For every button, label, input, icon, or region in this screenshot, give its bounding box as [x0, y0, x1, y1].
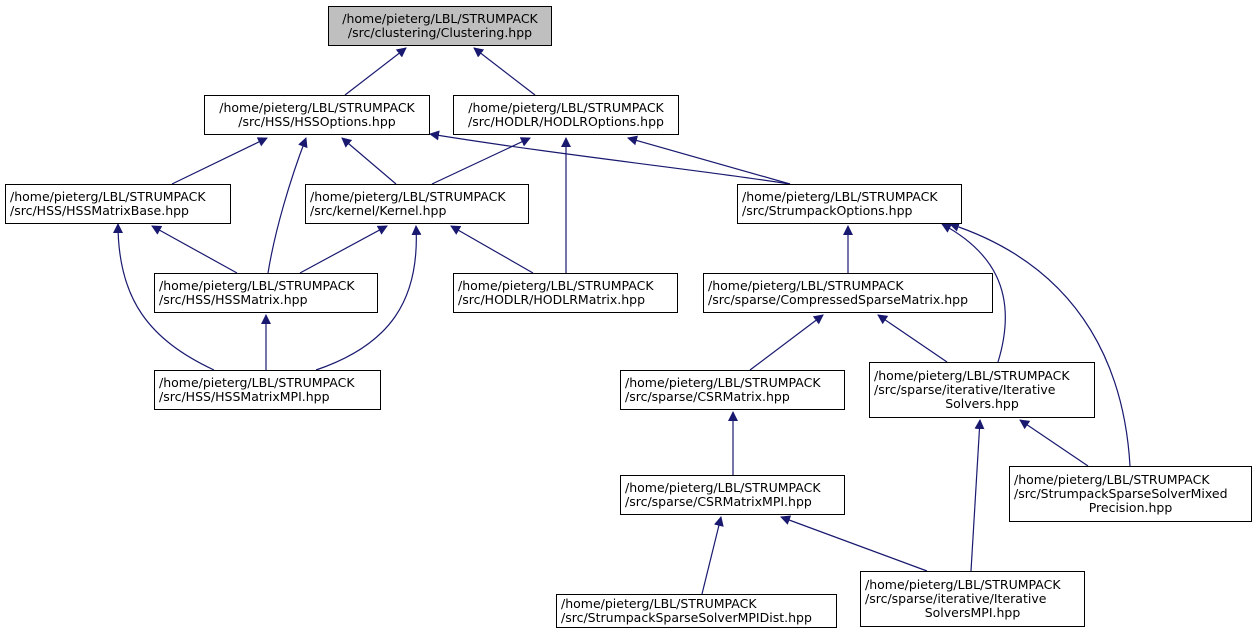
- node-label-line: /home/pieterg/LBL/STRUMPACK: [561, 596, 757, 611]
- node-label-line: /src/sparse/CSRMatrix.hpp: [625, 389, 790, 404]
- node-label-line: /home/pieterg/LBL/STRUMPACK: [865, 577, 1061, 592]
- node-label-line: /src/HSS/HSSMatrixMPI.hpp: [159, 389, 330, 404]
- node-mixedprecision[interactable]: /home/pieterg/LBL/STRUMPACK/src/Strumpac…: [1009, 466, 1252, 522]
- node-hssoptions[interactable]: /home/pieterg/LBL/STRUMPACK/src/HSS/HSSO…: [204, 95, 430, 135]
- node-label-line: /src/sparse/CSRMatrixMPI.hpp: [625, 494, 812, 509]
- node-label-line: /home/pieterg/LBL/STRUMPACK: [458, 278, 654, 293]
- node-label-line: /home/pieterg/LBL/STRUMPACK: [342, 11, 538, 26]
- node-label-line: /src/sparse/CompressedSparseMatrix.hpp: [708, 292, 969, 307]
- node-compressedsparse[interactable]: /home/pieterg/LBL/STRUMPACK/src/sparse/C…: [703, 273, 993, 313]
- edge-compressedsparse-to-csrmatrix: [749, 314, 824, 371]
- edge-csrmatrixmpi-to-mpidist: [701, 516, 724, 595]
- node-label-line: /home/pieterg/LBL/STRUMPACK: [742, 189, 938, 204]
- node-label-line: /home/pieterg/LBL/STRUMPACK: [159, 375, 355, 390]
- node-label-line: Precision.hpp: [1088, 500, 1173, 515]
- node-kernel[interactable]: /home/pieterg/LBL/STRUMPACK/src/kernel/K…: [305, 184, 529, 224]
- edge-hssmatrixbase-to-hssmatrix: [151, 225, 238, 274]
- node-hssmatrixbase[interactable]: /home/pieterg/LBL/STRUMPACK/src/HSS/HSSM…: [5, 184, 231, 224]
- edge-hssoptions-to-strumpackoptions: [429, 130, 791, 185]
- node-label-line: /src/HSS/HSSMatrixBase.hpp: [10, 203, 189, 218]
- node-label-line: /home/pieterg/LBL/STRUMPACK: [874, 368, 1070, 383]
- edge-clustering-to-hodlroptions: [473, 47, 536, 96]
- node-label-line: /src/HODLR/HODLRMatrix.hpp: [458, 292, 646, 307]
- edge-hssoptions-to-kernel: [341, 137, 397, 185]
- node-label-line: /src/StrumpackOptions.hpp: [742, 203, 913, 218]
- edge-hssoptions-to-hssmatrix: [267, 137, 308, 274]
- node-hodlroptions[interactable]: /home/pieterg/LBL/STRUMPACK/src/HODLR/HO…: [453, 95, 679, 135]
- edge-kernel-to-hodlrmatrix: [450, 225, 534, 274]
- edge-hssoptions-to-hssmatrixbase: [171, 137, 268, 185]
- node-csrmatrix[interactable]: /home/pieterg/LBL/STRUMPACK/src/sparse/C…: [620, 370, 845, 410]
- node-label-line: /home/pieterg/LBL/STRUMPACK: [1014, 472, 1210, 487]
- edge-iterativesolvers-to-mixedprecision: [1019, 419, 1089, 467]
- node-hssmatrix[interactable]: /home/pieterg/LBL/STRUMPACK/src/HSS/HSSM…: [154, 273, 378, 313]
- node-label-line: /home/pieterg/LBL/STRUMPACK: [310, 189, 506, 204]
- node-label-line: /home/pieterg/LBL/STRUMPACK: [10, 189, 206, 204]
- node-label-line: /src/sparse/iterative/Iterative: [874, 382, 1056, 397]
- node-label-line: /src/kernel/Kernel.hpp: [310, 203, 447, 218]
- node-label-line: /home/pieterg/LBL/STRUMPACK: [468, 100, 664, 115]
- node-iterativesolversmpi[interactable]: /home/pieterg/LBL/STRUMPACK/src/sparse/i…: [860, 571, 1085, 627]
- edge-strumpackoptions-to-mixedprecision: [949, 222, 1131, 467]
- node-clustering: /home/pieterg/LBL/STRUMPACK/src/clusteri…: [328, 6, 552, 46]
- node-strumpackoptions[interactable]: /home/pieterg/LBL/STRUMPACK/src/Strumpac…: [737, 184, 962, 224]
- edge-strumpackoptions-to-iterativesolvers: [941, 223, 1006, 363]
- edge-iterativesolvers-to-iterativesolversmpi: [970, 419, 985, 572]
- node-label-line: /home/pieterg/LBL/STRUMPACK: [625, 375, 821, 390]
- node-label-line: /src/HSS/HSSMatrix.hpp: [159, 292, 308, 307]
- edge-hodlroptions-to-kernel: [431, 137, 531, 185]
- node-label-line: /home/pieterg/LBL/STRUMPACK: [708, 278, 904, 293]
- edge-compressedsparse-to-iterativesolvers: [877, 314, 948, 363]
- edge-hssmatrixbase-to-hssmatrixmpi: [113, 223, 215, 371]
- edge-clustering-to-hssoptions: [344, 47, 407, 96]
- node-label-line: /src/sparse/iterative/Iterative: [865, 591, 1047, 606]
- node-label-line: SolversMPI.hpp: [924, 605, 1021, 620]
- edge-kernel-to-hssmatrix: [299, 225, 388, 274]
- node-mpidist[interactable]: /home/pieterg/LBL/STRUMPACK/src/Strumpac…: [556, 594, 837, 628]
- node-csrmatrixmpi[interactable]: /home/pieterg/LBL/STRUMPACK/src/sparse/C…: [620, 475, 845, 515]
- node-hssmatrixmpi[interactable]: /home/pieterg/LBL/STRUMPACK/src/HSS/HSSM…: [154, 370, 381, 410]
- node-label-line: /src/StrumpackSparseSolverMPIDist.hpp: [561, 610, 812, 625]
- node-label-line: /src/HODLR/HODLROptions.hpp: [468, 114, 664, 129]
- edge-csrmatrixmpi-to-iterativesolversmpi: [780, 515, 928, 572]
- node-label-line: /src/HSS/HSSOptions.hpp: [238, 114, 396, 129]
- node-label-line: /home/pieterg/LBL/STRUMPACK: [625, 480, 821, 495]
- node-iterativesolvers[interactable]: /home/pieterg/LBL/STRUMPACK/src/sparse/i…: [869, 362, 1095, 418]
- node-label-line: /home/pieterg/LBL/STRUMPACK: [159, 278, 355, 293]
- node-label-line: Solvers.hpp: [945, 396, 1019, 411]
- edge-hodlroptions-to-strumpackoptions: [627, 135, 791, 185]
- node-label-line: /src/clustering/Clustering.hpp: [347, 25, 533, 40]
- edge-kernel-to-hssmatrixmpi: [315, 225, 422, 371]
- node-label-line: /src/StrumpackSparseSolverMixed: [1014, 486, 1228, 501]
- node-label-line: /home/pieterg/LBL/STRUMPACK: [219, 100, 415, 115]
- node-hodlrmatrix[interactable]: /home/pieterg/LBL/STRUMPACK/src/HODLR/HO…: [453, 273, 678, 313]
